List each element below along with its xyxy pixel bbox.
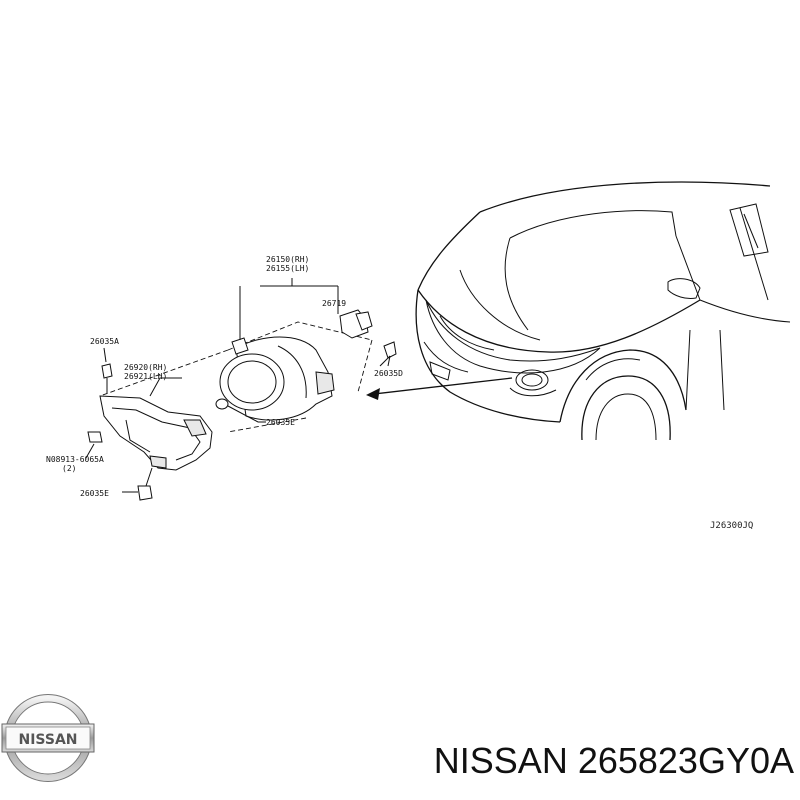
car-front-illustration [415, 181, 791, 441]
part-number-caption: NISSAN 265823GY0A [433, 740, 794, 781]
label-bracket-lh: 26921(LH) [124, 372, 167, 381]
nissan-logo-icon: NISSAN [1, 694, 95, 782]
label-screw-bottom: 26035E [80, 489, 109, 498]
label-nut: N08913-6065A [46, 455, 104, 464]
label-bracket-rh: 26920(RH) [124, 363, 167, 372]
location-arrow [366, 377, 513, 400]
fog-lamp-assembly [87, 309, 397, 501]
label-lamp-lh: 26155(LH) [266, 264, 309, 273]
label-screw-right: 26035D [374, 369, 403, 378]
diagram-code: J26300JQ [710, 521, 753, 531]
callout-labels: 26150(RH) 26155(LH) 26719 26035A 26920(R… [46, 255, 403, 498]
label-nut-qty: (2) [62, 464, 76, 473]
leader-lines [85, 278, 391, 493]
logo-text: NISSAN [18, 732, 77, 748]
label-screw-mid: 26035E [266, 418, 295, 427]
label-lamp-rh: 26150(RH) [266, 255, 309, 264]
label-bolt-top: 26035A [90, 337, 119, 346]
label-bulb: 26719 [322, 299, 346, 308]
